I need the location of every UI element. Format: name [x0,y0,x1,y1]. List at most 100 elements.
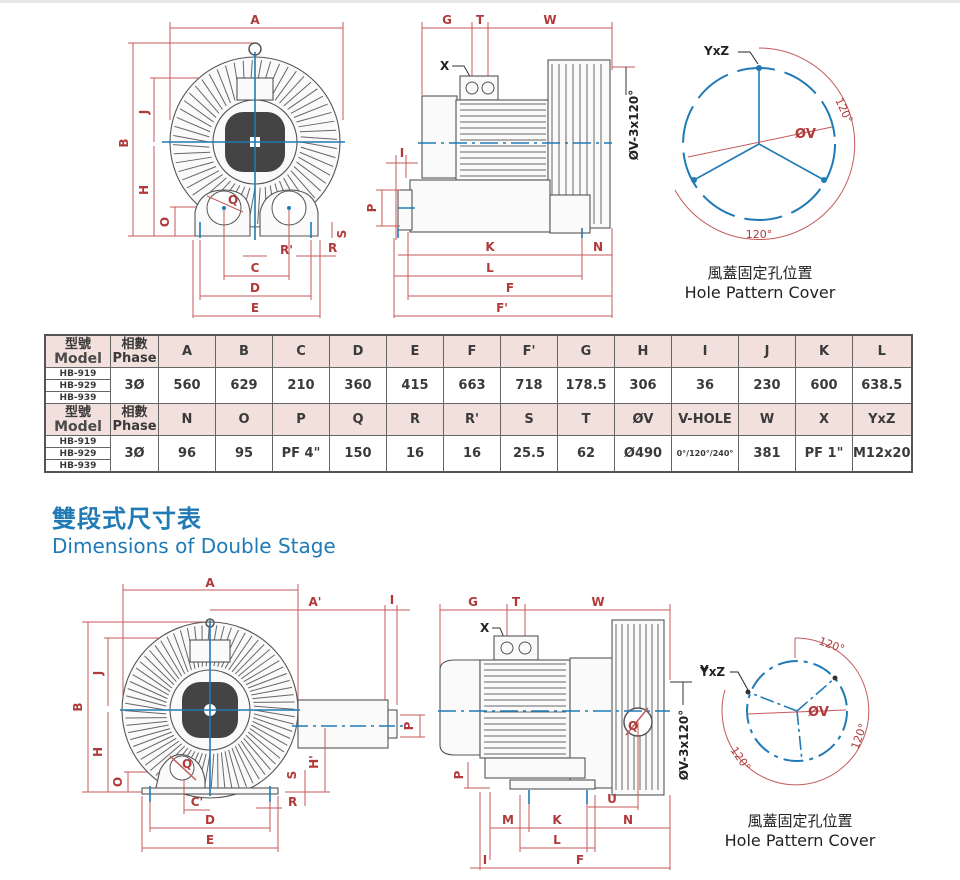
value-cell: 600 [795,367,853,404]
label-diameter-v: ØV-3x120° [627,90,641,161]
dim-label-l: L [553,833,561,847]
header-model-en: Model [54,350,102,367]
fin-line [144,655,175,686]
fin-line [220,752,226,794]
dim-label-f-prime: F' [496,301,508,315]
fin-line [300,146,336,159]
table-header-cell: ØV [614,403,672,436]
fin-line [234,644,265,675]
fin-line [245,734,276,765]
table-header-cell: C [272,334,330,368]
label-x: X [440,59,450,73]
header-phase-zh: 相數 [121,404,148,420]
value-cell: 95 [215,435,273,473]
table-row: HB-929 [44,379,912,392]
fin-line [194,85,220,114]
fin-line [234,745,254,784]
fin-line [179,108,212,128]
table-header-cell: L [851,334,913,368]
table-header-cell: Q [329,403,387,436]
fin-line [173,134,210,143]
fin-line [132,674,169,696]
table-header-cell: A [158,334,216,368]
label-yxz: YxZ [703,44,729,58]
dim-label-d: D [250,281,260,295]
fin-line [126,695,167,707]
label-y-partial: Y [699,663,709,677]
fin-line [287,88,318,110]
fin-line [274,70,297,101]
dim-label-b: B [117,138,131,147]
dim-label-t: T [512,595,521,609]
fin-line [293,166,322,192]
fin-line [279,75,305,104]
fin-line [133,731,173,747]
fin-line [252,694,294,700]
dim-label-p: P [365,203,379,212]
table-header-cell: V-HOLE [671,403,739,436]
dim-label-c-prime: C' [191,795,203,809]
table-header-cell: O [215,403,273,436]
fin-line [298,156,331,176]
fin-line [247,673,287,689]
table-header-cell: G [557,334,615,368]
dim-label-w: W [543,13,556,27]
fin-line [188,92,217,118]
dim-label-a: A [250,13,260,27]
dim-label-r-prime: R' [280,243,293,257]
fin-line [126,720,168,726]
value-cell: 415 [386,367,444,404]
dim-label-q: Q [228,193,238,207]
dim-label-g: G [442,13,452,27]
header-phase: 相數 Phase [110,403,159,436]
value-cell: 36 [671,367,739,404]
label-diameter-v: ØV [808,705,829,720]
table-header-cell: H [614,334,672,368]
dim-label-e: E [251,301,259,315]
top-border [0,0,960,3]
model-cell: HB-929 [44,447,111,460]
dim-label-i: I [400,146,404,160]
phase-cell: 3Ø [110,367,159,404]
dim-label-o: O [158,217,172,227]
value-cell: 25.5 [500,435,558,473]
value-cell: 718 [500,367,558,404]
fin-line [173,633,189,673]
fin-line [249,728,285,753]
dim-label-h: H [91,747,105,757]
dim-label-n: N [623,813,633,827]
value-cell: 16 [386,435,444,473]
fin-line [298,120,335,128]
value-cell: PF 1" [795,435,853,473]
single-stage-side-view: G T W X ØV-3x120° I P K N L F F' [365,13,641,318]
dim-label-t: T [476,13,485,27]
dim-label-j: J [91,671,105,676]
fin-line [186,170,220,189]
value-cell: Ø490 [614,435,672,473]
fin-line [253,709,295,718]
fin-line [253,713,294,725]
double-stage-title-en: Dimensions of Double Stage [52,534,336,558]
caption-en: Hole Pattern Cover [724,831,876,850]
dim-label-k: K [485,240,495,254]
caption-zh: 風蓋固定孔位置 [747,812,853,830]
dim-label-f: F [576,853,584,867]
table-header-row-2: 型號 Model 相數 Phase N O P Q R R' S T ØV V-… [44,403,913,436]
fin-line [240,740,266,776]
header-model: 型號 Model [44,334,111,368]
fin-line [160,640,183,677]
fin-line [130,728,171,741]
fin-line [300,136,337,140]
table-row: HB-939 [44,459,912,473]
value-cell: PF 4" [272,435,330,473]
fin-line [290,170,316,199]
dim-label-g: G [468,595,478,609]
fin-line [208,73,227,107]
double-stage-side-view: G T W X Q ØV-3x120° Y P U M K N L F I [438,595,709,870]
table-header-cell: F' [500,334,558,368]
fin-line [231,747,247,787]
dim-label-e: E [206,833,214,847]
fin-line [300,141,337,150]
table-header-cell: R' [443,403,501,436]
fin-line [240,654,276,680]
